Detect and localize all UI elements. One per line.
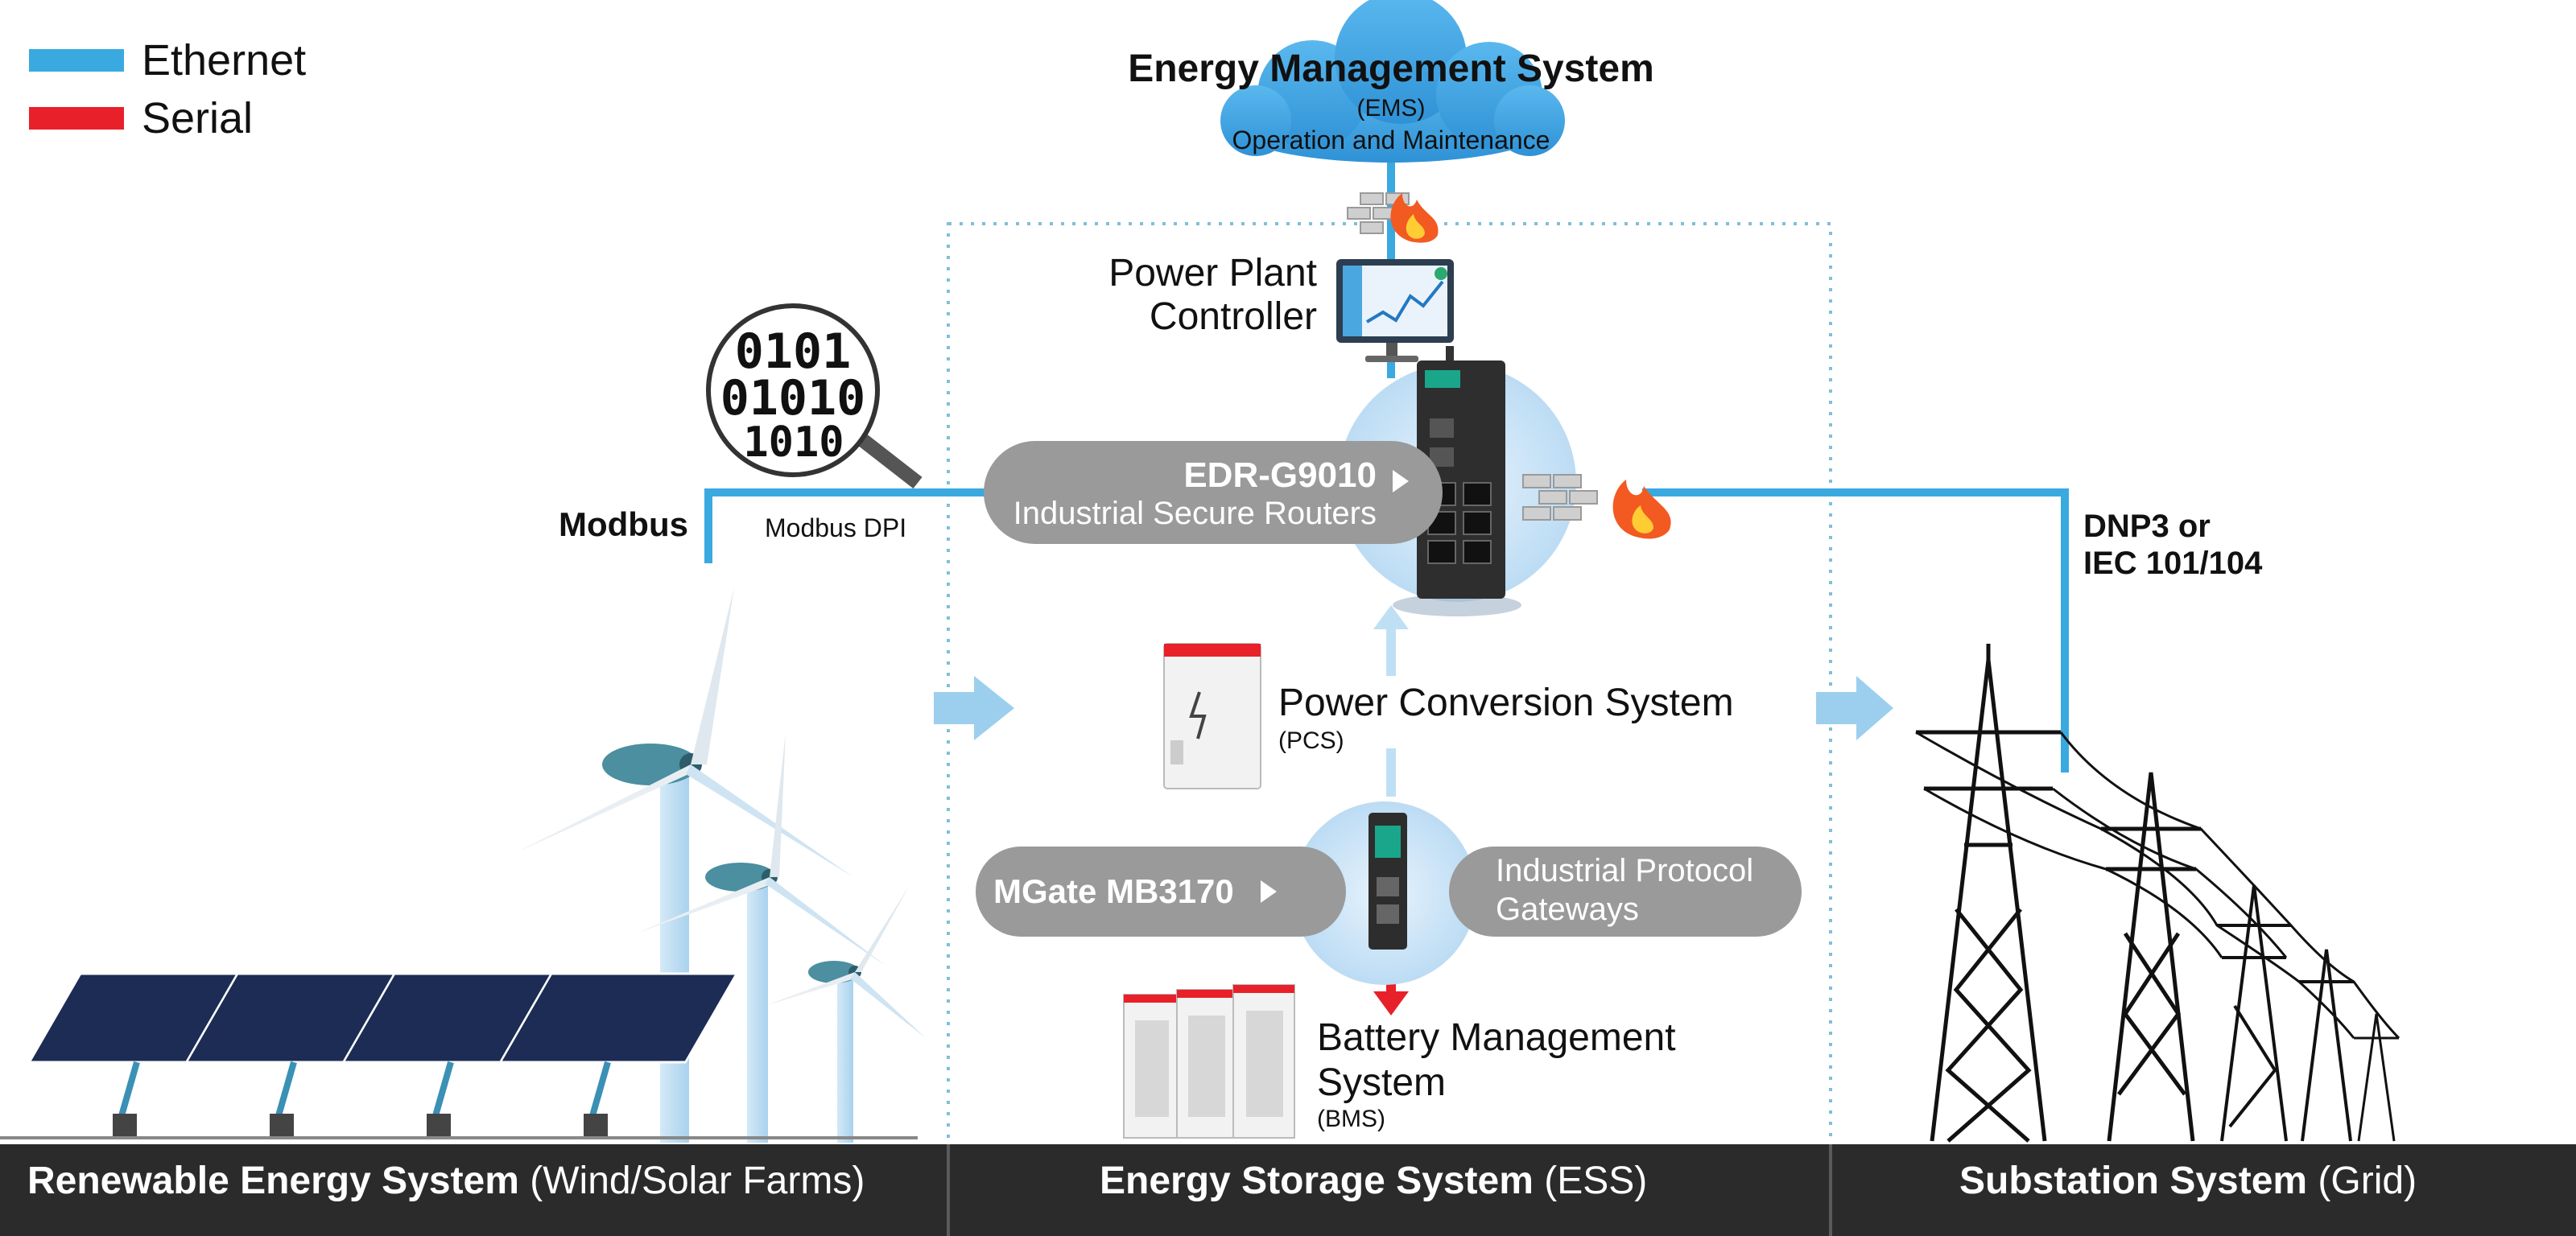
- binary-row: 1010: [743, 418, 844, 467]
- bms-rack-icon: [1123, 984, 1295, 1139]
- ems-subtitle: Operation and Maintenance: [1232, 126, 1550, 154]
- gateway-description-line1: Industrial Protocol: [1496, 853, 1754, 888]
- transmission-tower-icon: [2354, 1013, 2399, 1142]
- firewall-icon-top: [1347, 192, 1439, 243]
- legend-label: Ethernet: [142, 36, 307, 84]
- zone-bar: [0, 1144, 2576, 1236]
- wind-turbine-icon: [515, 587, 853, 1143]
- flow-arrow-left: [934, 676, 1014, 740]
- legend-item-serial: Serial: [29, 93, 253, 143]
- pcs-title: Power Conversion System: [1278, 682, 1734, 724]
- zone-label-bold: Energy Storage System: [1100, 1160, 1534, 1202]
- zone-divider: [947, 1144, 950, 1236]
- transmission-tower-icon: [1916, 644, 2061, 1143]
- router-pill: EDR-G9010 Industrial Secure Routers: [984, 441, 1443, 544]
- bms-title-line2: System: [1317, 1061, 1447, 1104]
- gateway-model-pill: MGate MB3170: [976, 847, 1346, 937]
- solar-panel-icon: [498, 972, 739, 1138]
- gateway-device-icon: [1368, 813, 1407, 950]
- modbus-label: Modbus: [559, 505, 688, 543]
- ethernet-swatch: [29, 49, 124, 72]
- wind-turbine-icon: [765, 885, 926, 1143]
- ems-abbr: (EMS): [1356, 95, 1426, 122]
- zone-label-storage: Energy Storage System (ESS): [1100, 1159, 1647, 1203]
- zone-label-bold: Renewable Energy System: [27, 1160, 519, 1202]
- cloud-icon: [1220, 0, 1565, 163]
- pcs-abbr: (PCS): [1278, 727, 1344, 754]
- gateway-description-line2: Gateways: [1496, 892, 1639, 927]
- monitor-icon: [1336, 259, 1454, 362]
- zone-label-normal: (Wind/Solar Farms): [518, 1160, 865, 1202]
- transmission-tower-icon: [2101, 772, 2201, 1142]
- bms-title-line1: Battery Management: [1317, 1016, 1676, 1059]
- play-arrow-icon: [1393, 470, 1409, 492]
- bms-abbr: (BMS): [1317, 1106, 1385, 1132]
- flow-arrow-right: [1816, 676, 1893, 740]
- serial-swatch: [29, 107, 124, 130]
- binary-row: 01010: [720, 370, 866, 426]
- wind-turbine-icon: [636, 732, 886, 1143]
- gateway-model: MGate MB3170: [993, 872, 1234, 910]
- zone-label-renewable: Renewable Energy System (Wind/Solar Farm…: [27, 1159, 865, 1203]
- router-description: Industrial Secure Routers: [1013, 496, 1377, 531]
- zone-label-substation: Substation System (Grid): [1959, 1159, 2417, 1203]
- ppc-label-line1: Power Plant: [1108, 252, 1317, 295]
- power-lines: [1915, 731, 2401, 1040]
- pcs-cabinet-icon: [1163, 643, 1261, 789]
- zone-label-normal: (ESS): [1533, 1160, 1648, 1202]
- dnp3-label-line1: DNP3 or: [2083, 509, 2211, 544]
- ems-title: Energy Management System: [1128, 47, 1654, 90]
- play-arrow-icon: [1261, 880, 1277, 903]
- gateway-description-pill: Industrial Protocol Gateways: [1449, 847, 1802, 937]
- dnp3-label-line2: IEC 101/104: [2083, 546, 2263, 581]
- legend-label: Serial: [142, 94, 254, 142]
- zone-divider: [1829, 1144, 1832, 1236]
- magnifier-icon: [706, 303, 923, 489]
- up-arrow-icon: [1373, 605, 1409, 629]
- zone-label-normal: (Grid): [2307, 1160, 2417, 1202]
- transmission-tower-icon: [2299, 949, 2354, 1142]
- router-model: EDR-G9010: [1183, 455, 1377, 495]
- zone-label-bold: Substation System: [1959, 1160, 2308, 1202]
- binary-row: 0101: [734, 323, 852, 380]
- ppc-label-line2: Controller: [1149, 295, 1317, 338]
- router-device-icon: [1393, 346, 1521, 616]
- legend-item-ethernet: Ethernet: [29, 35, 306, 85]
- firewall-icon-router: [1522, 474, 1671, 539]
- transmission-tower-icon: [2217, 884, 2291, 1142]
- modbus-dpi-label: Modbus DPI: [765, 513, 907, 542]
